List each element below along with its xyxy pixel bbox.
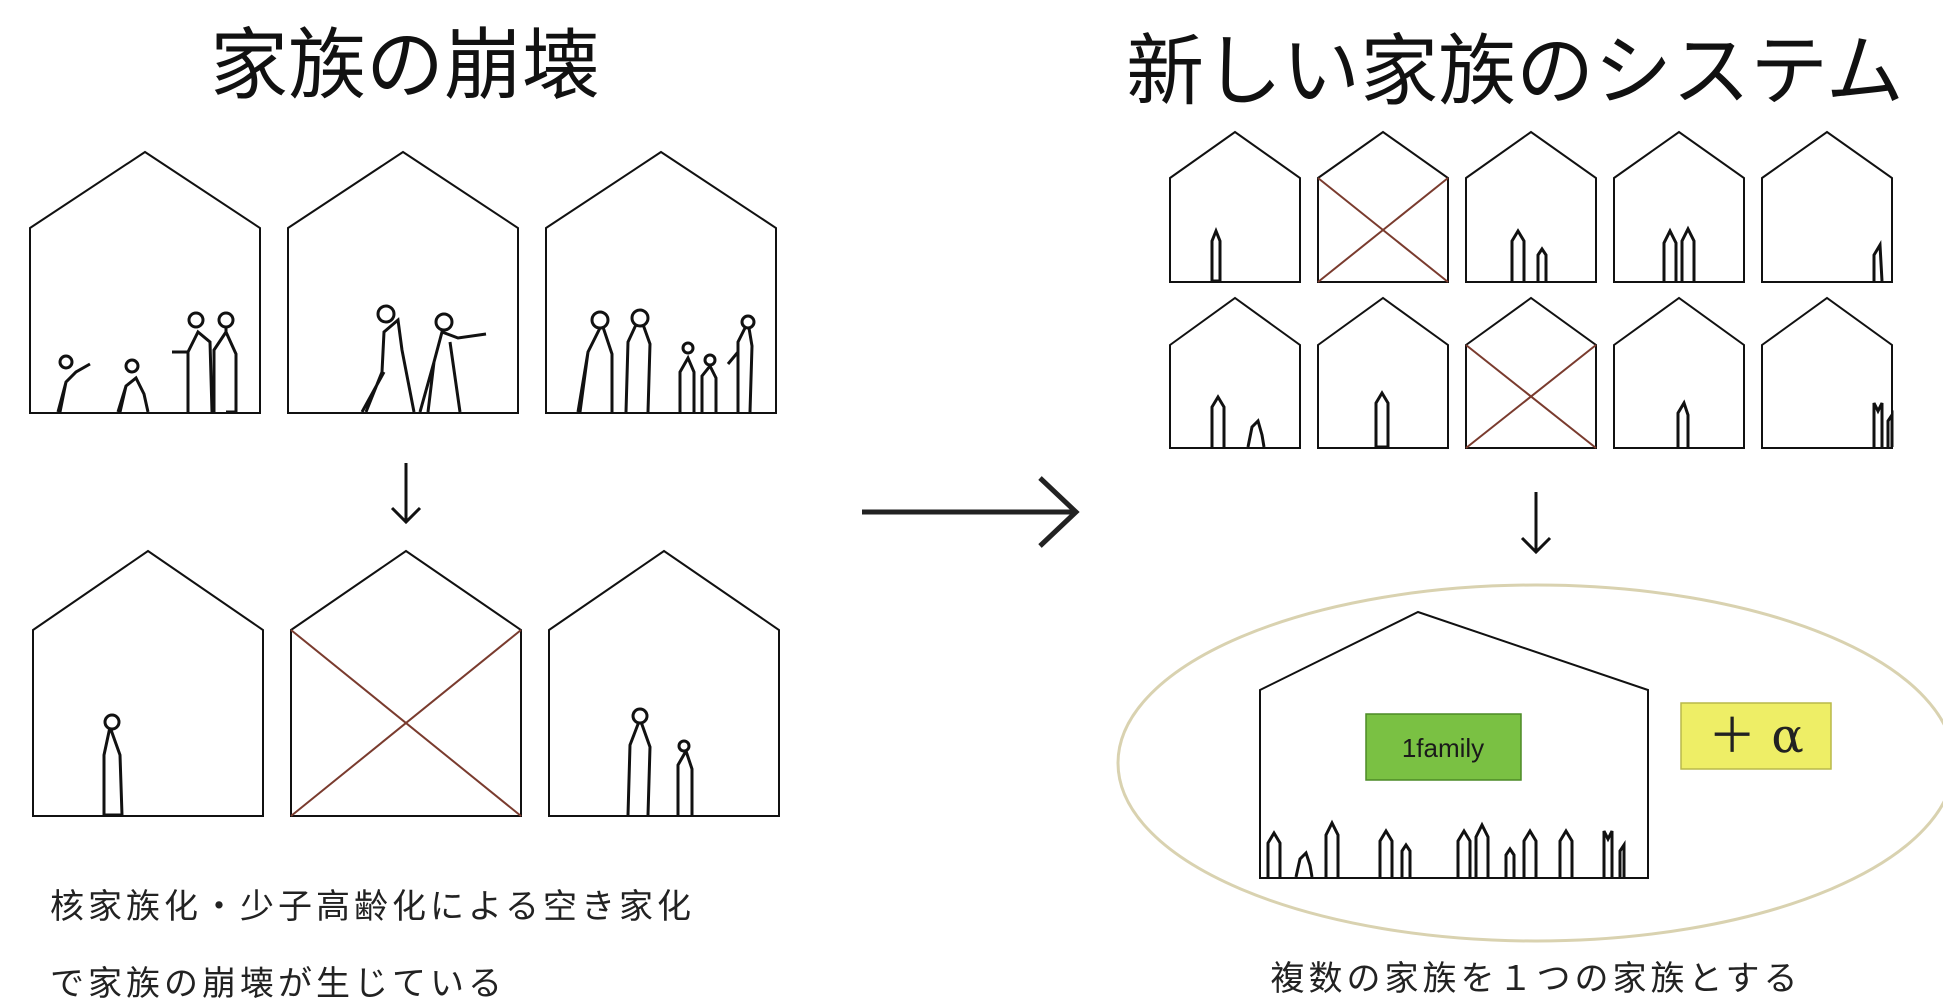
shared-family-ellipse	[1116, 583, 1943, 943]
right-middle-house-5	[1761, 296, 1894, 449]
right-top-house-5	[1761, 130, 1893, 283]
left-bottom-house-1	[32, 549, 264, 817]
shared-house	[1259, 610, 1649, 879]
left-top-house-1	[29, 150, 261, 414]
left-bottom-house-3	[548, 549, 780, 817]
transition-arrow-icon	[862, 476, 1080, 548]
people-figures	[56, 311, 238, 414]
right-top-house-1	[1169, 130, 1301, 283]
people-figures	[1266, 819, 1626, 878]
plus-alpha-box	[1680, 702, 1832, 770]
right-top-house-2-vacant	[1317, 130, 1449, 283]
right-caption: 複数の家族を１つの家族とする	[1271, 959, 1802, 999]
people-figures	[576, 308, 756, 413]
people-figures	[102, 713, 124, 817]
left-down-arrow-icon	[390, 463, 422, 525]
people-figures	[360, 304, 487, 413]
people-figures	[626, 707, 694, 816]
right-middle-house-3-vacant	[1465, 296, 1597, 449]
plus-alpha-label: ＋ α	[1708, 708, 1804, 764]
left-caption-line-2: で家族の崩壊が生じている	[50, 964, 506, 1004]
left-top-house-2	[287, 150, 519, 414]
right-top-house-3	[1465, 130, 1597, 283]
right-down-arrow-icon	[1520, 492, 1552, 555]
right-title: 新しい家族のシステム	[1126, 27, 1904, 117]
left-top-house-3	[545, 150, 777, 414]
left-bottom-house-2-vacant	[290, 549, 522, 817]
right-middle-house-1	[1169, 296, 1301, 449]
right-middle-house-2	[1317, 296, 1449, 449]
left-title: 家族の崩壊	[210, 21, 600, 111]
right-middle-house-4	[1613, 296, 1745, 449]
family-label: 1family	[1402, 733, 1484, 763]
left-caption-line-1: 核家族化・少子高齢化による空き家化	[50, 887, 695, 927]
family-label-box	[1365, 713, 1522, 781]
right-top-house-4	[1613, 130, 1745, 283]
